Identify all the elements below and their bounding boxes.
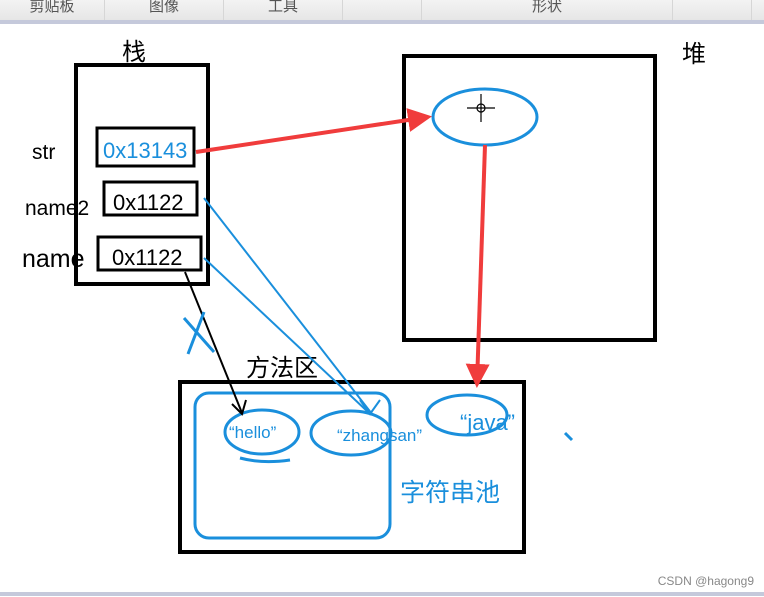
heap-title: 堆 bbox=[682, 41, 706, 68]
var-value-name: 0x1122 bbox=[112, 245, 183, 270]
zhangsan-ellipse bbox=[309, 409, 393, 457]
string-pool-outline bbox=[193, 391, 392, 540]
hello-ellipse bbox=[223, 408, 301, 456]
hello-underline bbox=[239, 456, 291, 464]
arrowhead-hello bbox=[231, 399, 247, 416]
var-name-str: str bbox=[32, 141, 55, 164]
var-name-name2: name2 bbox=[25, 197, 89, 220]
stack-title: 栈 bbox=[122, 39, 146, 66]
watermark: CSDN @hagong9 bbox=[657, 574, 754, 588]
arrow-heap-to-java bbox=[465, 144, 490, 388]
stray-mark bbox=[563, 431, 574, 442]
drawing-canvas[interactable]: 栈 str 0x13143 name2 0x1122 name 0x1122 堆… bbox=[0, 24, 764, 592]
pool-string-zhangsan: “zhangsan” bbox=[337, 426, 422, 445]
ribbon-group-spacer2 bbox=[673, 0, 752, 20]
var-box-str bbox=[95, 126, 196, 168]
cross-mark-icon bbox=[182, 311, 216, 355]
heap-string-object bbox=[431, 87, 539, 147]
arrowhead-zhangsan bbox=[359, 399, 381, 416]
heap-box bbox=[402, 54, 657, 342]
arrow-name-to-hello-crossed bbox=[184, 271, 243, 414]
var-box-name bbox=[96, 235, 203, 272]
var-value-name2: 0x1122 bbox=[113, 190, 184, 215]
method-area-title: 方法区 bbox=[246, 355, 318, 382]
crosshair-cursor-icon bbox=[467, 94, 495, 122]
ribbon-group-tools[interactable]: 工具 bbox=[224, 0, 343, 20]
ribbon-group-image[interactable]: 图像 bbox=[105, 0, 224, 20]
pool-string-hello: “hello” bbox=[229, 423, 277, 442]
stack-box bbox=[74, 63, 210, 286]
ribbon-group-shapes[interactable]: 形状 bbox=[422, 0, 673, 20]
paint-ribbon: 剪贴板 图像 工具 形状 bbox=[0, 0, 764, 24]
arrow-str-to-heap bbox=[195, 108, 432, 154]
status-bar bbox=[0, 592, 764, 596]
var-box-name2 bbox=[102, 180, 199, 217]
var-value-str: 0x13143 bbox=[103, 138, 187, 163]
string-pool-label: 字符串池 bbox=[400, 479, 500, 507]
ribbon-group-clipboard[interactable]: 剪贴板 bbox=[0, 0, 105, 20]
pool-string-java: “java” bbox=[460, 410, 515, 435]
ribbon-group-spacer bbox=[343, 0, 422, 20]
arrow-name-to-zhangsan bbox=[203, 257, 369, 413]
memory-diagram: 栈 str 0x13143 name2 0x1122 name 0x1122 堆… bbox=[22, 39, 706, 554]
method-area-box bbox=[178, 380, 526, 554]
arrow-name2-to-zhangsan bbox=[203, 197, 373, 415]
var-name-name: name bbox=[22, 245, 85, 273]
java-ellipse bbox=[425, 393, 509, 437]
